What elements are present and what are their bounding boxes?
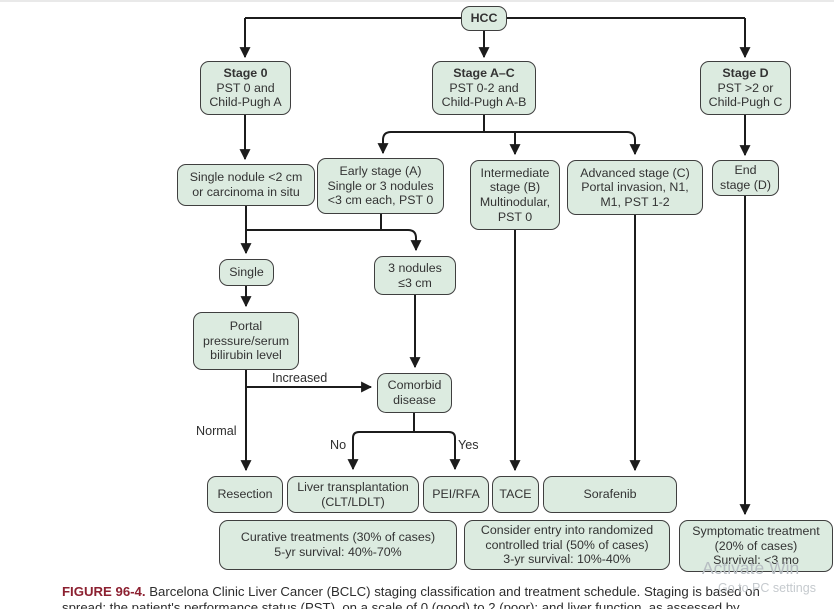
node-hcc-label: HCC xyxy=(470,11,498,26)
edge-label-yes: Yes xyxy=(458,438,479,452)
node-single-body: Single xyxy=(229,265,264,280)
node-comorbid-disease-body: Comorbid disease xyxy=(387,378,442,407)
node-early-stage-a: Early stage (A) Single or 3 nodules <3 c… xyxy=(317,158,444,214)
node-stage-d-title: Stage D xyxy=(722,66,769,81)
node-intermediate-stage-b: Intermediate stage (B) Multinodular, PST… xyxy=(470,160,560,230)
edge-label-no: No xyxy=(330,438,347,452)
figure-caption: FIGURE 96-4. Barcelona Clinic Liver Canc… xyxy=(62,583,826,600)
node-pei-rfa: PEI/RFA xyxy=(423,476,489,513)
node-end-stage-d: End stage (D) xyxy=(712,160,779,196)
node-stage-0-body: PST 0 and Child-Pugh A xyxy=(209,80,282,110)
figure-caption-line2: spread; the patient's performance status… xyxy=(62,600,740,609)
node-3-nodules-body: 3 nodules ≤3 cm xyxy=(388,260,442,290)
node-pei-rfa-body: PEI/RFA xyxy=(432,487,480,502)
node-resection: Resection xyxy=(207,476,283,513)
node-stage-a-c: Stage A–C PST 0-2 and Child-Pugh A-B xyxy=(432,61,536,115)
node-randomized-trial-body: Consider entry into randomized controlle… xyxy=(480,523,654,567)
flowchart-connector-lines xyxy=(239,17,751,516)
node-stage-d-body: PST >2 or Child-Pugh C xyxy=(708,80,783,110)
node-early-stage-a-body: Early stage (A) Single or 3 nodules <3 c… xyxy=(327,164,434,208)
node-curative-treatments-body: Curative treatments (30% of cases) 5-yr … xyxy=(240,530,436,559)
figure-caption-label: FIGURE 96-4. xyxy=(62,584,146,599)
node-single: Single xyxy=(219,259,274,286)
node-stage-0: Stage 0 PST 0 and Child-Pugh A xyxy=(200,61,291,115)
node-stage-d: Stage D PST >2 or Child-Pugh C xyxy=(700,61,791,115)
node-liver-transplantation-body: Liver transplantation (CLT/LDLT) xyxy=(297,479,409,509)
edge-label-increased: Increased xyxy=(272,371,328,385)
node-portal-pressure-body: Portal pressure/serum bilirubin level xyxy=(202,319,290,363)
node-single-nodule-body: Single nodule <2 cm or carcinoma in situ xyxy=(189,170,303,199)
node-stage-0-title: Stage 0 xyxy=(223,66,268,81)
go-to-pc-settings-watermark: Go to PC settings xyxy=(718,581,816,595)
node-intermediate-stage-b-body: Intermediate stage (B) Multinodular, PST… xyxy=(479,165,551,224)
node-tace: TACE xyxy=(492,476,539,513)
node-sorafenib: Sorafenib xyxy=(543,476,677,513)
node-curative-treatments: Curative treatments (30% of cases) 5-yr … xyxy=(219,520,457,570)
node-liver-transplantation: Liver transplantation (CLT/LDLT) xyxy=(287,476,419,513)
node-advanced-stage-c: Advanced stage (C) Portal invasion, N1, … xyxy=(567,160,703,215)
edge-label-normal: Normal xyxy=(196,424,237,438)
node-sorafenib-body: Sorafenib xyxy=(583,487,637,502)
node-advanced-stage-c-body: Advanced stage (C) Portal invasion, N1, … xyxy=(580,165,690,209)
node-tace-body: TACE xyxy=(499,487,532,502)
node-resection-body: Resection xyxy=(217,487,273,502)
node-symptomatic-treatment: Symptomatic treatment (20% of cases) Sur… xyxy=(679,520,833,572)
node-stage-a-c-title: Stage A–C xyxy=(453,66,515,81)
node-hcc: HCC xyxy=(461,6,507,31)
node-portal-pressure: Portal pressure/serum bilirubin level xyxy=(193,312,299,370)
activate-windows-watermark: Activate Win xyxy=(702,558,800,578)
node-3-nodules: 3 nodules ≤3 cm xyxy=(374,256,456,295)
node-single-nodule: Single nodule <2 cm or carcinoma in situ xyxy=(177,164,315,206)
figure-caption-text: Barcelona Clinic Liver Cancer (BCLC) sta… xyxy=(145,584,760,599)
node-end-stage-d-body: End stage (D) xyxy=(720,163,771,192)
node-symptomatic-treatment-body: Symptomatic treatment (20% of cases) Sur… xyxy=(692,524,820,568)
node-stage-a-c-body: PST 0-2 and Child-Pugh A-B xyxy=(441,80,527,110)
node-comorbid-disease: Comorbid disease xyxy=(377,373,452,413)
node-randomized-trial: Consider entry into randomized controlle… xyxy=(464,520,670,570)
